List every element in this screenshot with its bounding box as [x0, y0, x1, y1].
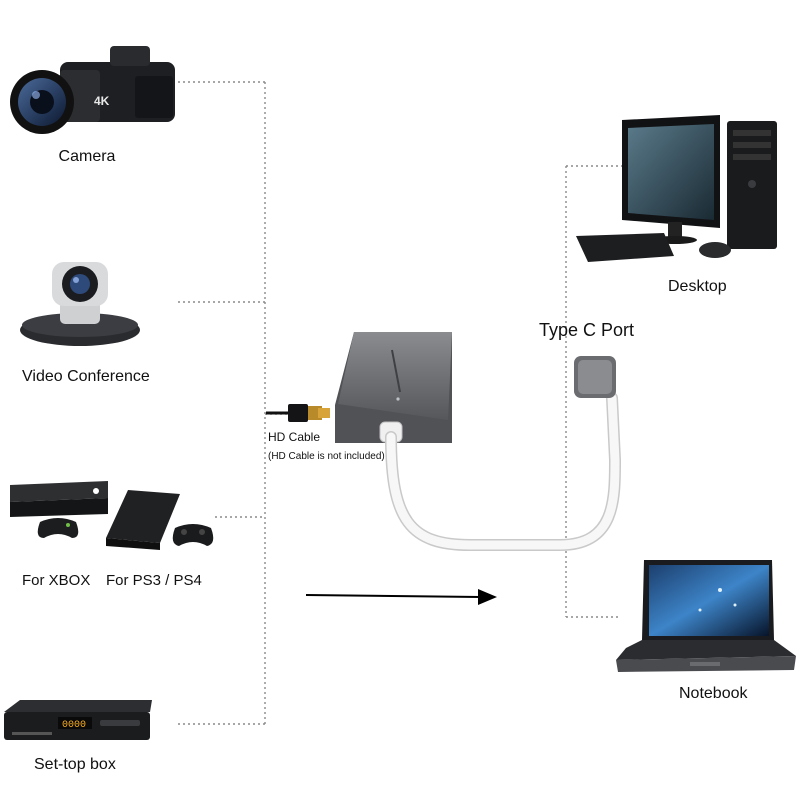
desktop-label: Desktop [668, 278, 727, 295]
left-connector-lines [178, 81, 290, 725]
notebook-label: Notebook [679, 685, 748, 702]
set-top-box-label: Set-top box [34, 756, 116, 773]
desktop-computer-icon [576, 115, 777, 262]
video-conference-label: Video Conference [22, 368, 150, 385]
camera-badge: 4K [94, 94, 110, 108]
xbox-label: For XBOX [22, 572, 91, 589]
settop-display: 0000 [62, 720, 86, 731]
playstation-console-icon [106, 490, 214, 550]
usb-type-c-cable-icon [385, 356, 622, 551]
conference-camera-icon [20, 262, 140, 346]
hd-cable-plug-icon [266, 404, 330, 422]
hd-cable-note: (HD Cable is not included) [268, 451, 385, 462]
direction-arrow [305, 589, 497, 605]
set-top-box-icon: 0000 [4, 700, 152, 740]
xbox-console-icon [10, 481, 108, 538]
camcorder-icon: 4K [10, 46, 175, 134]
camera-label: Camera [58, 148, 116, 165]
ps-label: For PS3 / PS4 [106, 572, 202, 589]
laptop-icon [616, 560, 796, 672]
type-c-port-label: Type C Port [539, 320, 635, 340]
hd-cable-label: HD Cable [268, 430, 321, 444]
capture-card-icon [335, 332, 452, 443]
